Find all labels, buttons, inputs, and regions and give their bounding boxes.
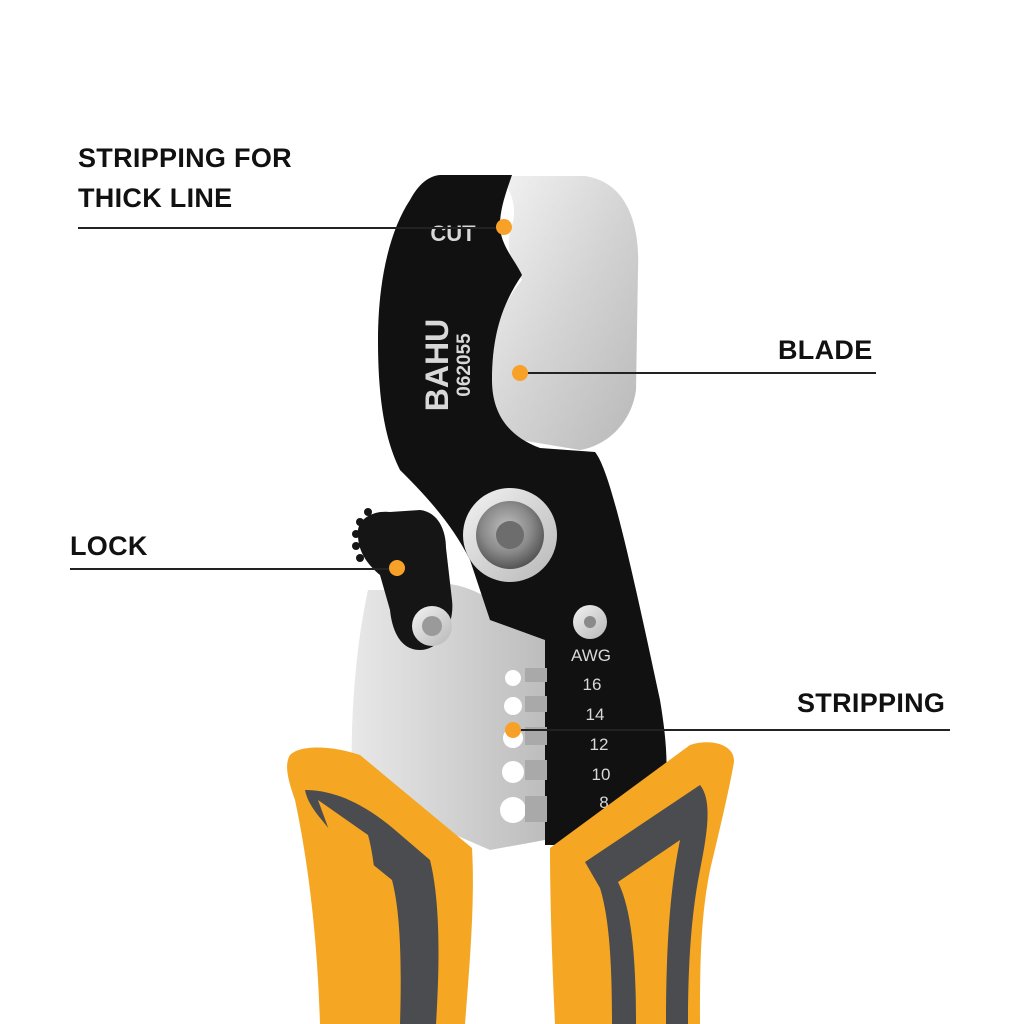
marker-dot-lock — [389, 560, 405, 576]
awg-size-10: 10 — [592, 765, 611, 784]
lower-jaw — [351, 582, 545, 850]
awg-size-8: 8 — [599, 793, 608, 812]
leader-lock — [70, 568, 398, 570]
stripping-teeth — [525, 668, 547, 822]
leader-stripping — [512, 729, 950, 731]
brand-engraving: BAHU — [419, 319, 455, 411]
leader-stripping-thick — [78, 227, 502, 229]
leader-blade — [520, 372, 876, 374]
left-handle-grip — [305, 790, 439, 1024]
cut-engraving: CUT — [430, 221, 476, 246]
callout-stripping: STRIPPING — [797, 688, 946, 718]
marker-dot-stripping — [505, 722, 521, 738]
marker-dot-blade — [512, 365, 528, 381]
awg-size-14: 14 — [586, 705, 605, 724]
awg-label: AWG — [571, 646, 611, 665]
blade-plate — [490, 176, 639, 450]
callout-stripping-thick-line1: STRIPPING FOR — [78, 143, 292, 173]
model-engraving: 062055 — [454, 333, 475, 397]
callout-lock: LOCK — [70, 531, 148, 561]
marker-dot-cut — [496, 219, 512, 235]
awg-size-12: 12 — [590, 735, 609, 754]
awg-size-16: 16 — [583, 675, 602, 694]
lock-knurl — [352, 508, 372, 562]
callout-stripping-thick-line2: THICK LINE — [78, 183, 233, 213]
callout-blade: BLADE — [778, 335, 873, 365]
